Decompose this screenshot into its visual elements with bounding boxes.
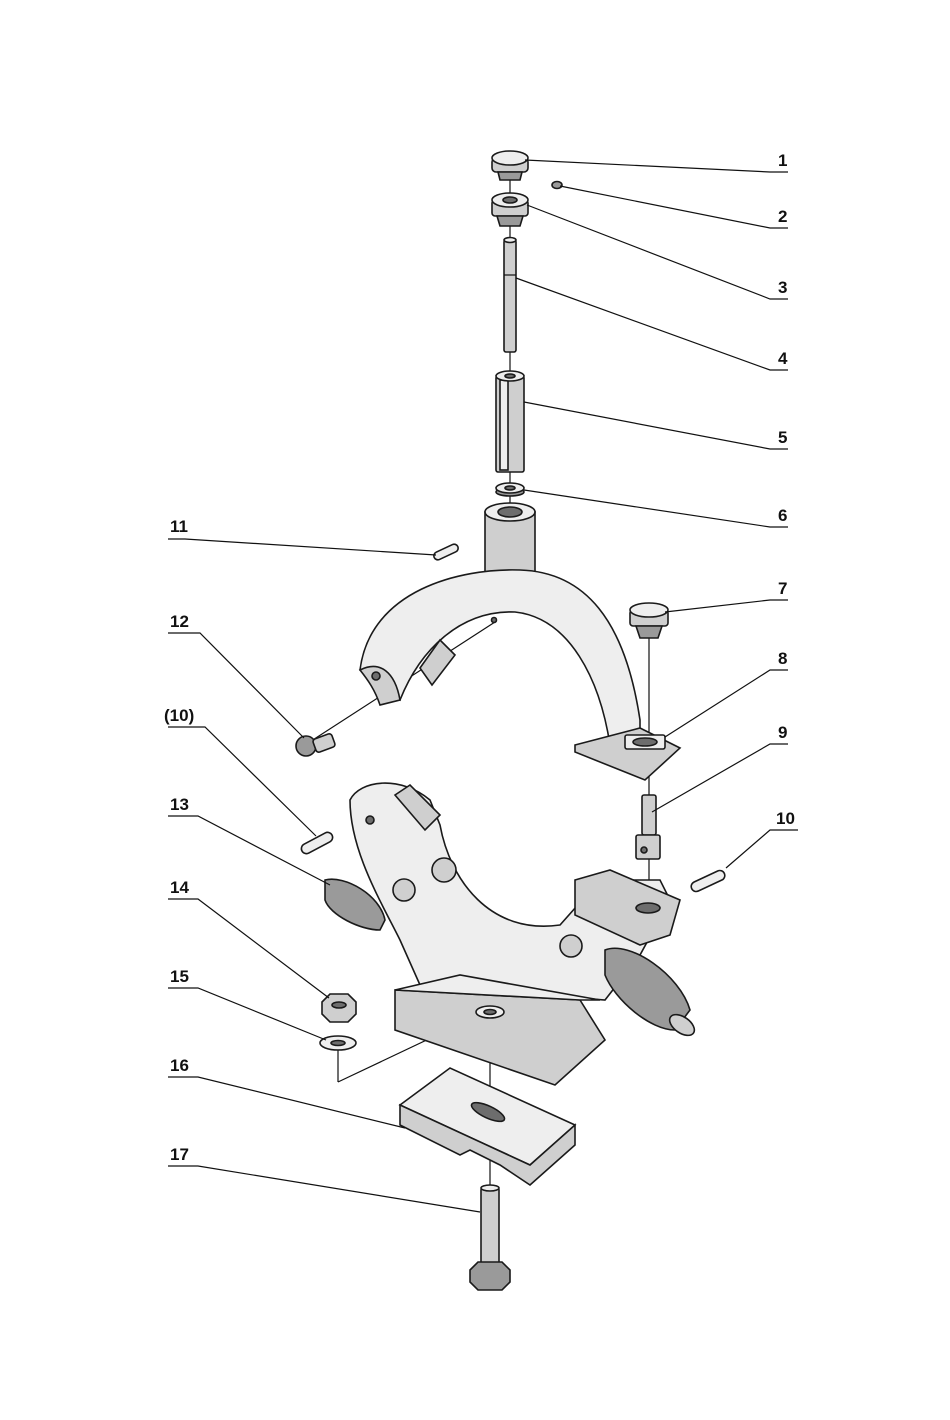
part-17-bolt — [470, 1185, 510, 1290]
part-16-clamp-plate — [400, 1068, 575, 1185]
label-4: 4 — [778, 349, 788, 368]
upper-arm — [360, 503, 680, 780]
part-10-left-roll-pin — [300, 831, 335, 856]
part-5-sleeve — [496, 371, 524, 472]
part-1-cap — [492, 151, 528, 180]
part-11-pin — [433, 543, 460, 561]
label-10: 10 — [776, 809, 795, 828]
part-2-ball — [552, 182, 562, 189]
label-8: 8 — [778, 649, 787, 668]
part-9-pin — [636, 795, 660, 859]
part-15-washer — [320, 1036, 356, 1050]
label-17: 17 — [170, 1145, 189, 1164]
label-11: 11 — [170, 517, 188, 536]
label-7: 7 — [778, 579, 787, 598]
part-6-washer — [496, 483, 524, 496]
label-1: 1 — [778, 151, 787, 170]
label-12: 12 — [170, 612, 189, 631]
label-10-paren: (10) — [164, 706, 194, 725]
part-3-bushing — [492, 193, 528, 226]
part-14-nut — [322, 994, 356, 1022]
label-16: 16 — [170, 1056, 189, 1075]
label-2: 2 — [778, 207, 787, 226]
part-7-cap — [630, 603, 668, 638]
part-4-rod — [504, 238, 516, 353]
label-14: 14 — [170, 878, 189, 897]
label-9: 9 — [778, 723, 787, 742]
label-6: 6 — [778, 506, 787, 525]
part-10-roll-pin — [690, 869, 727, 893]
label-5: 5 — [778, 428, 787, 447]
label-13: 13 — [170, 795, 189, 814]
label-3: 3 — [778, 278, 787, 297]
label-15: 15 — [170, 967, 189, 986]
